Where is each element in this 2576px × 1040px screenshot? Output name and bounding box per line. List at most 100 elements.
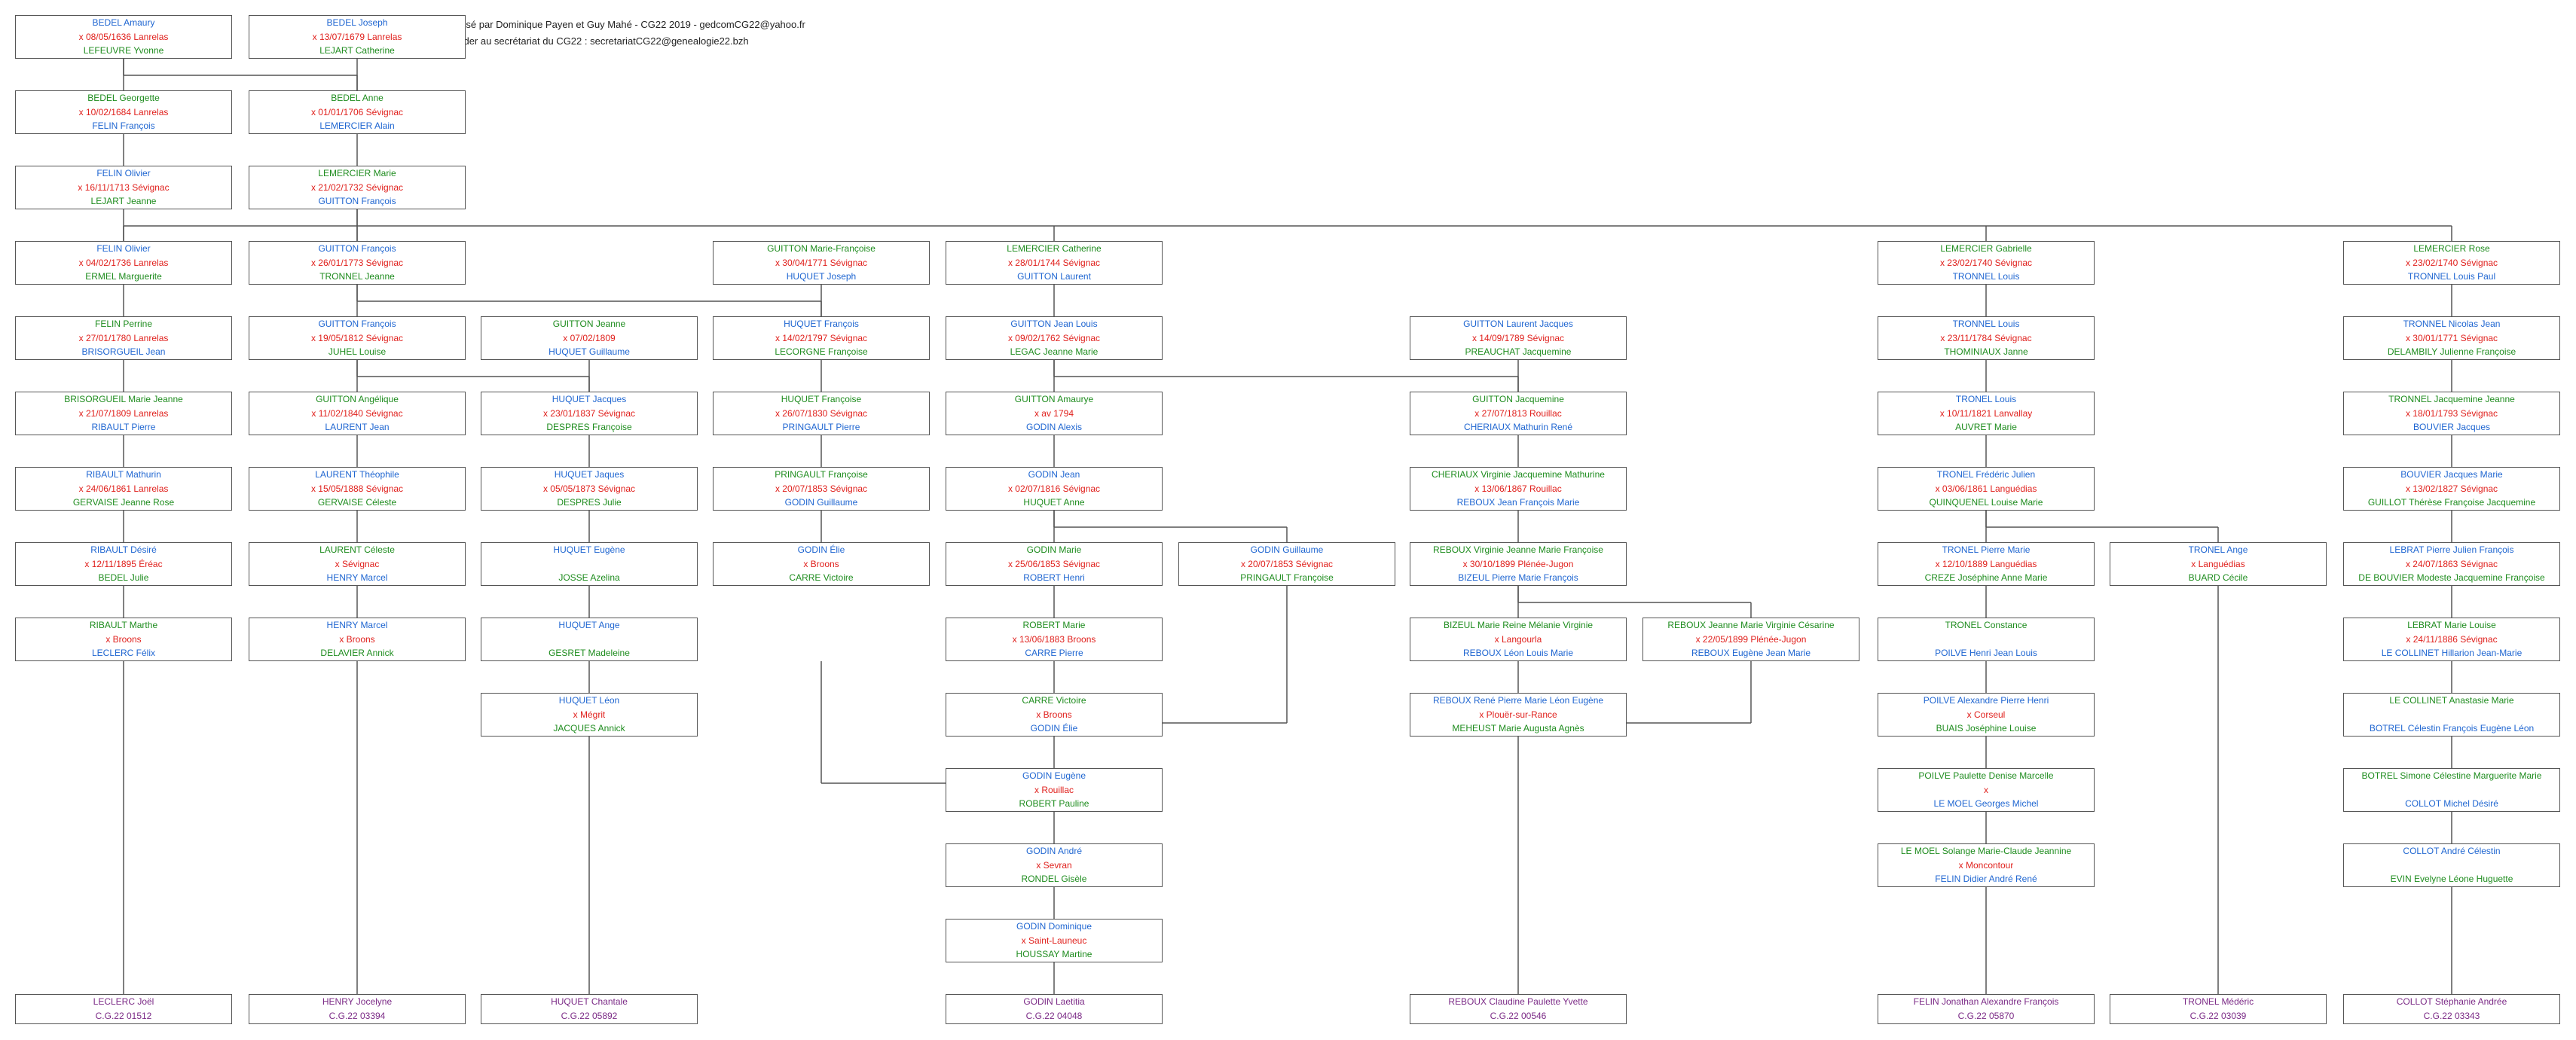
person-line: x 22/05/1899 Plénée-Jugon [1695,633,1807,645]
person-line: GODIN Alexis [1025,422,1082,433]
person-line: x 09/02/1762 Sévignac [1007,332,1101,343]
person-line: FELIN Olivier [96,243,151,254]
person-line: LE COLLINET Hillarion Jean-Marie [2381,648,2523,659]
person-line: x Corseul [1966,709,2006,720]
person-line: x 14/02/1797 Sévignac [775,332,868,343]
person-line: BOUVIER Jacques [2413,422,2491,433]
person-line: x 21/02/1732 Sévignac [310,181,404,193]
person-line: GODIN Guillaume [784,497,858,508]
person-line: GODIN Guillaume [1250,544,1324,555]
person-line: HUQUET Joseph [786,271,857,282]
person-line: GUITTON Angélique [316,394,399,404]
person-line: JOSSE Azelina [558,572,620,584]
person-line: CHERIAUX Mathurin René [1463,422,1573,433]
person-line: x 02/07/1816 Sévignac [1007,483,1101,494]
person-line: GUITTON François [318,196,396,207]
person-box: HUQUET Ange GESRET Madeleine [481,618,698,661]
person-line: PRINGAULT Françoise [775,469,868,480]
person-line: FELIN Olivier [96,168,151,178]
person-line: TRONEL Frédéric Julien [1936,469,2036,480]
person-line: C.G.22 00546 [1490,1011,1547,1021]
person-line: x 14/09/1789 Sévignac [1471,332,1565,343]
person-line: LE COLLINET Anastasie Marie [2389,695,2514,706]
person-line: GUITTON Marie-Françoise [767,243,875,254]
person-line: RIBAULT Désiré [90,544,157,555]
person-line: HENRY Marcel [326,620,388,630]
person-line: HUQUET Chantale [551,996,628,1007]
person-line: LEBRAT Pierre Julien François [2389,544,2514,555]
person-line [1985,633,1987,647]
person-line: x av 1794 [1034,407,1074,419]
person-line: x 27/01/1780 Lanrelas [78,332,169,343]
person-line: HUQUET Anne [1023,497,1085,508]
person-line: LEGAC Jeanne Marie [1010,346,1099,358]
person-line: GERVAISE Jeanne Rose [72,497,175,508]
person-line: REBOUX Jean François Marie [1456,497,1580,508]
person-line: HUQUET Ange [558,620,620,630]
person-line: RONDEL Gisèle [1021,874,1087,885]
person-line: TRONNEL Nicolas Jean [2403,319,2501,329]
person-line: x 05/05/1873 Sévignac [542,483,636,494]
person-line: LECORGNE Françoise [775,346,868,358]
person-line: x 15/05/1888 Sévignac [310,483,404,494]
person-line: HUQUET François [784,319,859,329]
person-line: x Broons [1036,709,1072,720]
person-box: HUQUET Eugène JOSSE Azelina [481,542,698,586]
person-line [2450,708,2452,722]
person-line: COLLOT André Célestin [2403,846,2501,856]
person-line: C.G.22 04048 [1025,1011,1083,1021]
person-line: x 13/02/1827 Sévignac [2405,483,2498,494]
person-line: EVIN Evelyne Léone Huguette [2390,874,2513,885]
person-line: FELIN François [92,120,155,132]
person-line: LAURENT Jean [325,422,390,433]
person-line: BEDEL Amaury [92,17,155,28]
person-line: HUQUET Françoise [781,394,862,404]
person-line: TRONNEL Jacquemine Jeanne [2388,394,2515,404]
person-line: TRONEL Louis [1955,394,2017,404]
person-line: CHERIAUX Virginie Jacquemine Mathurine [1432,469,1605,480]
person-line: TRONEL Médéric [2182,996,2254,1007]
person-line: FELIN Jonathan Alexandre François [1913,996,2059,1007]
person-line: DELAMBILY Julienne Françoise [2387,346,2516,358]
person-line: GODIN Eugène [1022,770,1086,781]
person-line: LAURENT Théophile [315,469,399,480]
person-line: BRISORGUEIL Marie Jeanne [64,394,183,404]
person-line: TRONEL Ange [2188,544,2248,555]
person-line: x Mégrit [573,709,606,720]
person-line [2450,783,2452,798]
person-line: C.G.22 05870 [1957,1011,2015,1021]
person-box: TRONNEL Nicolas Jean x 30/01/1771 Sévigna… [2343,316,2560,360]
person-line: BEDEL Anne [331,93,383,103]
person-line: BUARD Cécile [2188,572,2248,584]
person-line: JACQUES Annick [553,723,625,734]
person-line: REBOUX René Pierre Marie Léon Eugène [1432,695,1604,706]
person-box: LE COLLINET Anastasie Marie BOTREL Céles… [2343,693,2560,737]
person-line: LEMERCIER Alain [319,120,395,132]
person-line: THOMINIAUX Janne [1944,346,2028,358]
person-line: TRONNEL Jeanne [319,271,395,282]
person-line: RIBAULT Pierre [91,422,156,433]
person-line: LAURENT Céleste [319,544,395,555]
person-line: FELIN Perrine [94,319,153,329]
person-line: x 30/01/1771 Sévignac [2405,332,2498,343]
person-line: GUITTON Jeanne [552,319,626,329]
